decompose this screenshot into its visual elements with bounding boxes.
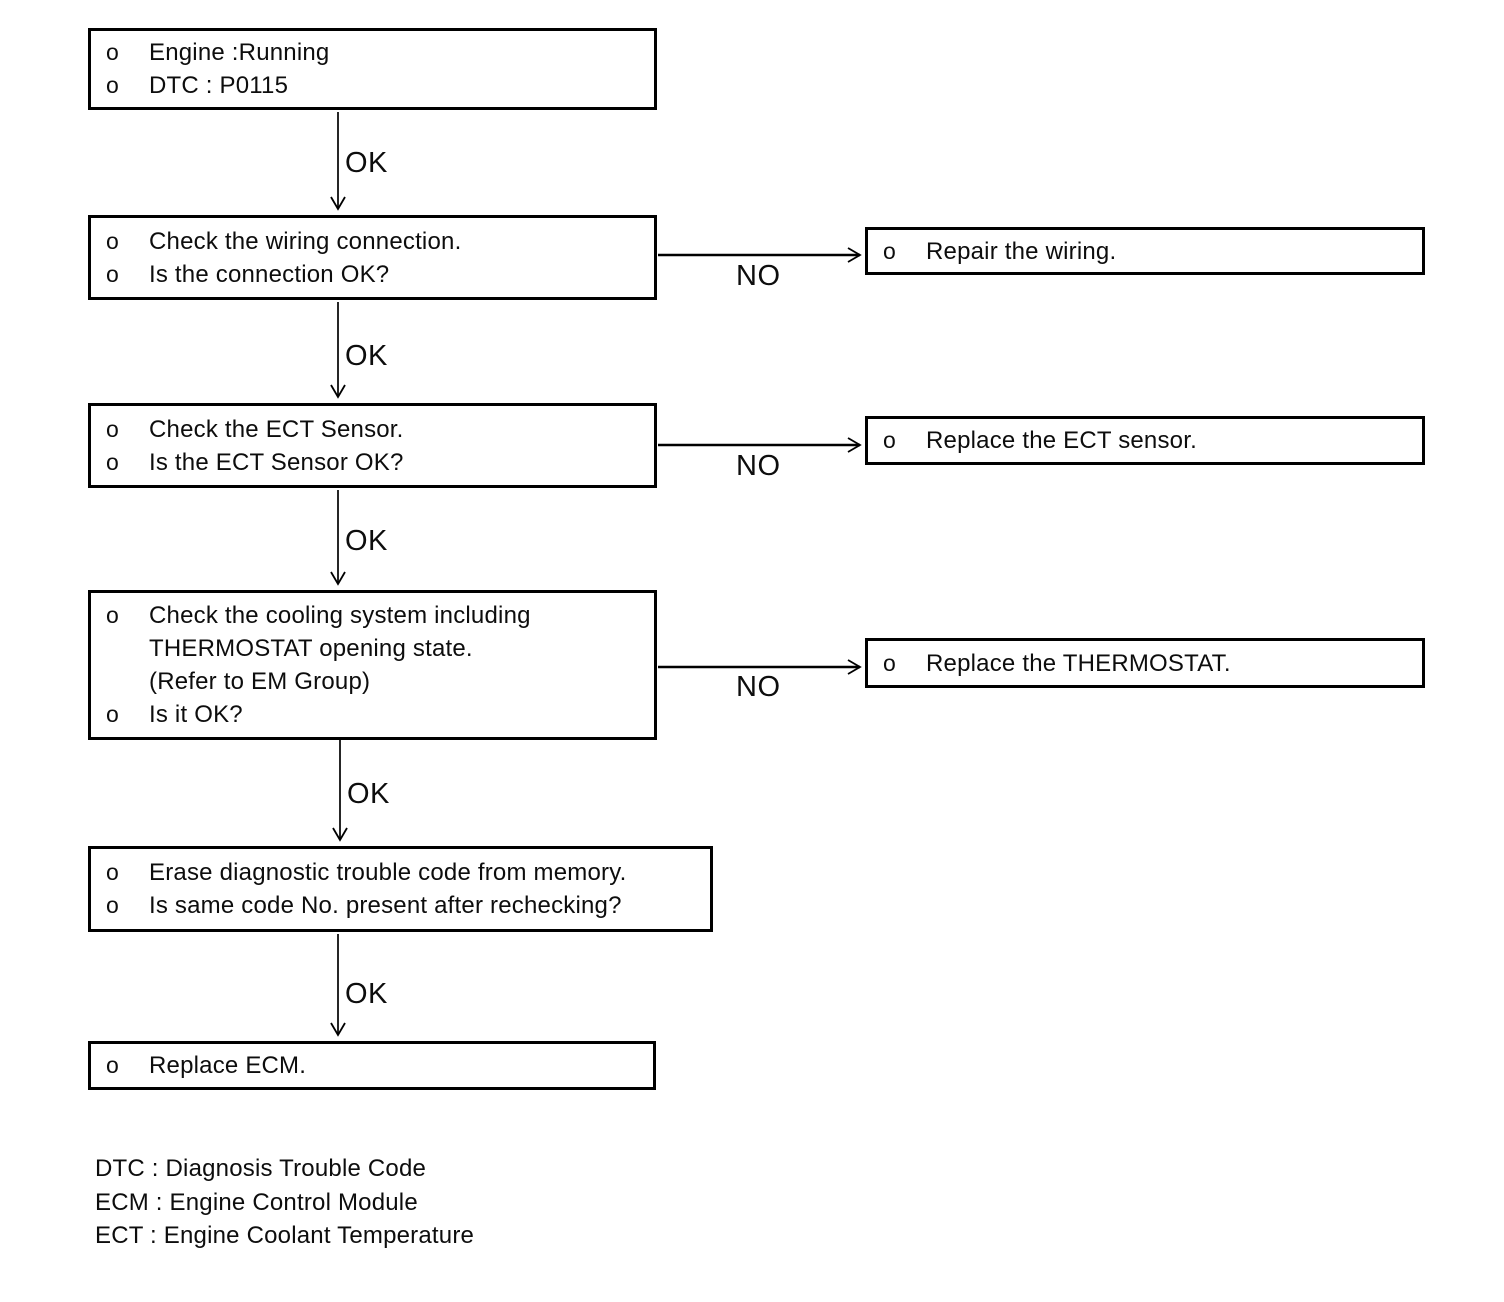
box-row: o Check the ECT Sensor. bbox=[91, 413, 654, 446]
box-row: o Repair the wiring. bbox=[868, 235, 1422, 268]
box-line-text: Repair the wiring. bbox=[926, 237, 1117, 265]
flow-box-replace-ect-sensor: o Replace the ECT sensor. bbox=[865, 416, 1425, 465]
box-row: o Is the connection OK? bbox=[91, 258, 654, 291]
box-row: o Replace the ECT sensor. bbox=[868, 424, 1422, 457]
box-line-text: Erase diagnostic trouble code from memor… bbox=[149, 859, 627, 886]
flow-box-replace-thermostat: o Replace the THERMOSTAT. bbox=[865, 638, 1425, 688]
flow-box-erase-dtc: o Erase diagnostic trouble code from mem… bbox=[88, 846, 713, 932]
box-row: o Is it OK? bbox=[91, 698, 654, 731]
box-row: o Is the ECT Sensor OK? bbox=[91, 446, 654, 479]
box-line-text: Check the ECT Sensor. bbox=[149, 415, 404, 443]
box-row: o Replace ECM. bbox=[91, 1049, 653, 1082]
no-label-2: NO bbox=[736, 450, 781, 482]
ok-label-3: OK bbox=[345, 525, 388, 557]
box-row: o Is same code No. present after recheck… bbox=[91, 889, 710, 922]
box-line-text: Is the connection OK? bbox=[149, 260, 390, 288]
box-line-text: (Refer to EM Group) bbox=[149, 668, 371, 695]
flow-box-check-wiring: o Check the wiring connection. o Is the … bbox=[88, 215, 657, 300]
box-row: THERMOSTAT opening state. bbox=[91, 632, 654, 665]
box-line-text: Replace the THERMOSTAT. bbox=[926, 649, 1231, 677]
box-row: o Erase diagnostic trouble code from mem… bbox=[91, 856, 710, 889]
ok-label-1: OK bbox=[345, 147, 388, 179]
box-line-text: Is it OK? bbox=[149, 701, 243, 728]
flow-box-replace-ecm: o Replace ECM. bbox=[88, 1041, 656, 1090]
abbreviation-legend: DTC : Diagnosis Trouble Code ECM : Engin… bbox=[95, 1152, 474, 1253]
bullet-marker: o bbox=[106, 448, 119, 475]
box-row: (Refer to EM Group) bbox=[91, 665, 654, 698]
box-line-text: Replace the ECT sensor. bbox=[926, 427, 1197, 454]
box-row: o DTC : P0115 bbox=[91, 69, 654, 102]
box-line-text: THERMOSTAT opening state. bbox=[149, 635, 473, 662]
box-line-text: DTC : P0115 bbox=[149, 72, 289, 99]
box-line-text: Is same code No. present after recheckin… bbox=[149, 892, 622, 919]
flow-box-repair-wiring: o Repair the wiring. bbox=[865, 227, 1425, 275]
no-label-1: NO bbox=[736, 260, 781, 292]
flow-box-start-conditions: o Engine :Running o DTC : P0115 bbox=[88, 28, 657, 110]
box-line-text: Is the ECT Sensor OK? bbox=[149, 448, 404, 476]
bullet-marker: o bbox=[106, 859, 119, 885]
box-line-text: Engine :Running bbox=[149, 39, 330, 66]
box-row: o Engine :Running bbox=[91, 36, 654, 69]
legend-line-dtc: DTC : Diagnosis Trouble Code bbox=[95, 1155, 427, 1182]
bullet-marker: o bbox=[106, 415, 119, 442]
bullet-marker: o bbox=[883, 427, 896, 453]
legend-line-ect: ECT : Engine Coolant Temperature bbox=[95, 1222, 475, 1249]
bullet-marker: o bbox=[106, 39, 119, 65]
bullet-marker: o bbox=[106, 701, 119, 727]
bullet-marker: o bbox=[106, 72, 119, 98]
bullet-marker: o bbox=[106, 227, 119, 254]
box-line-text: Check the cooling system including bbox=[149, 602, 531, 629]
ok-label-4: OK bbox=[347, 778, 390, 810]
box-row: o Replace the THERMOSTAT. bbox=[868, 647, 1422, 680]
no-label-3: NO bbox=[736, 671, 781, 703]
bullet-marker: o bbox=[106, 602, 119, 628]
box-line-text: Replace ECM. bbox=[149, 1052, 307, 1079]
ok-label-2: OK bbox=[345, 340, 388, 372]
box-row: o Check the cooling system including bbox=[91, 599, 654, 632]
bullet-marker: o bbox=[106, 260, 119, 287]
legend-line-ecm: ECM : Engine Control Module bbox=[95, 1188, 418, 1216]
bullet-marker: o bbox=[106, 1052, 119, 1078]
box-line-text: Check the wiring connection. bbox=[149, 227, 462, 255]
box-row: o Check the wiring connection. bbox=[91, 225, 654, 258]
flow-box-check-ect-sensor: o Check the ECT Sensor. o Is the ECT Sen… bbox=[88, 403, 657, 488]
bullet-marker: o bbox=[883, 237, 896, 264]
bullet-marker: o bbox=[883, 649, 896, 676]
bullet-marker: o bbox=[106, 892, 119, 918]
ok-label-5: OK bbox=[345, 978, 388, 1010]
flow-box-check-cooling-system: o Check the cooling system including THE… bbox=[88, 590, 657, 740]
